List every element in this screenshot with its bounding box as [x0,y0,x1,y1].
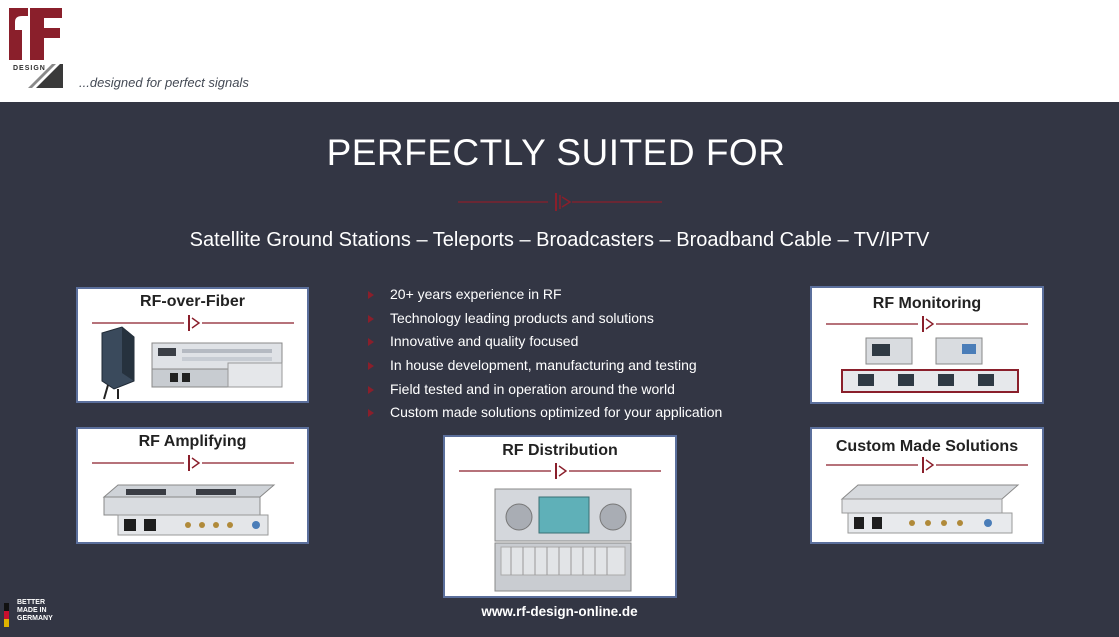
card-rf-distribution[interactable]: RF Distribution [443,435,677,598]
list-item: Technology leading products and solution… [368,309,722,333]
list-item: Field tested and in operation around the… [368,380,722,404]
slide: PERFECTLY SUITED FOR Satellite Ground St… [0,102,1119,637]
subtitle: Satellite Ground Stations – Teleports – … [189,229,930,251]
page-title: PERFECTLY SUITED FOR [326,132,786,173]
list-item: 20+ years experience in RF [368,285,722,309]
rf-amplifying-illustration [92,455,294,536]
card-rf-monitoring[interactable]: RF Monitoring [810,286,1044,404]
rf-distribution-illustration [459,463,661,592]
card-title: RF-over-Fiber [140,293,245,310]
rf-design-logo: DESIGN [9,8,63,88]
custom-solutions-illustration [826,457,1028,534]
header: DESIGN ...designed for perfect signals [0,0,1119,102]
germany-flag-icon [4,603,9,627]
svg-text:DESIGN: DESIGN [13,65,46,72]
bullet-arrow-icon [368,338,374,347]
list-item: Innovative and quality focused [368,332,722,356]
bullet-arrow-icon [368,409,374,418]
bullet-arrow-icon [368,385,374,394]
card-rf-amplifying[interactable]: RF Amplifying [76,427,309,544]
title-divider [458,193,662,211]
rf-over-fiber-illustration [92,315,294,400]
website-link[interactable]: www.rf-design-online.de [481,604,638,619]
feature-list: 20+ years experience in RF Technology le… [368,285,722,427]
tagline: ...designed for perfect signals [79,75,249,90]
card-title: RF Monitoring [872,295,982,312]
bullet-arrow-icon [368,362,374,371]
bullet-arrow-icon [368,314,374,323]
bullet-arrow-icon [368,291,374,299]
card-title: Custom Made Solutions [835,438,1019,455]
card-custom-made-solutions[interactable]: Custom Made Solutions [810,427,1044,544]
list-item: In house development, manufacturing and … [368,356,722,380]
card-title: RF Amplifying [138,433,247,450]
rf-monitoring-illustration [826,316,1028,393]
list-item: Custom made solutions optimized for your… [368,403,722,427]
card-title: RF Distribution [502,442,618,459]
card-rf-over-fiber[interactable]: RF-over-Fiber [76,287,309,403]
